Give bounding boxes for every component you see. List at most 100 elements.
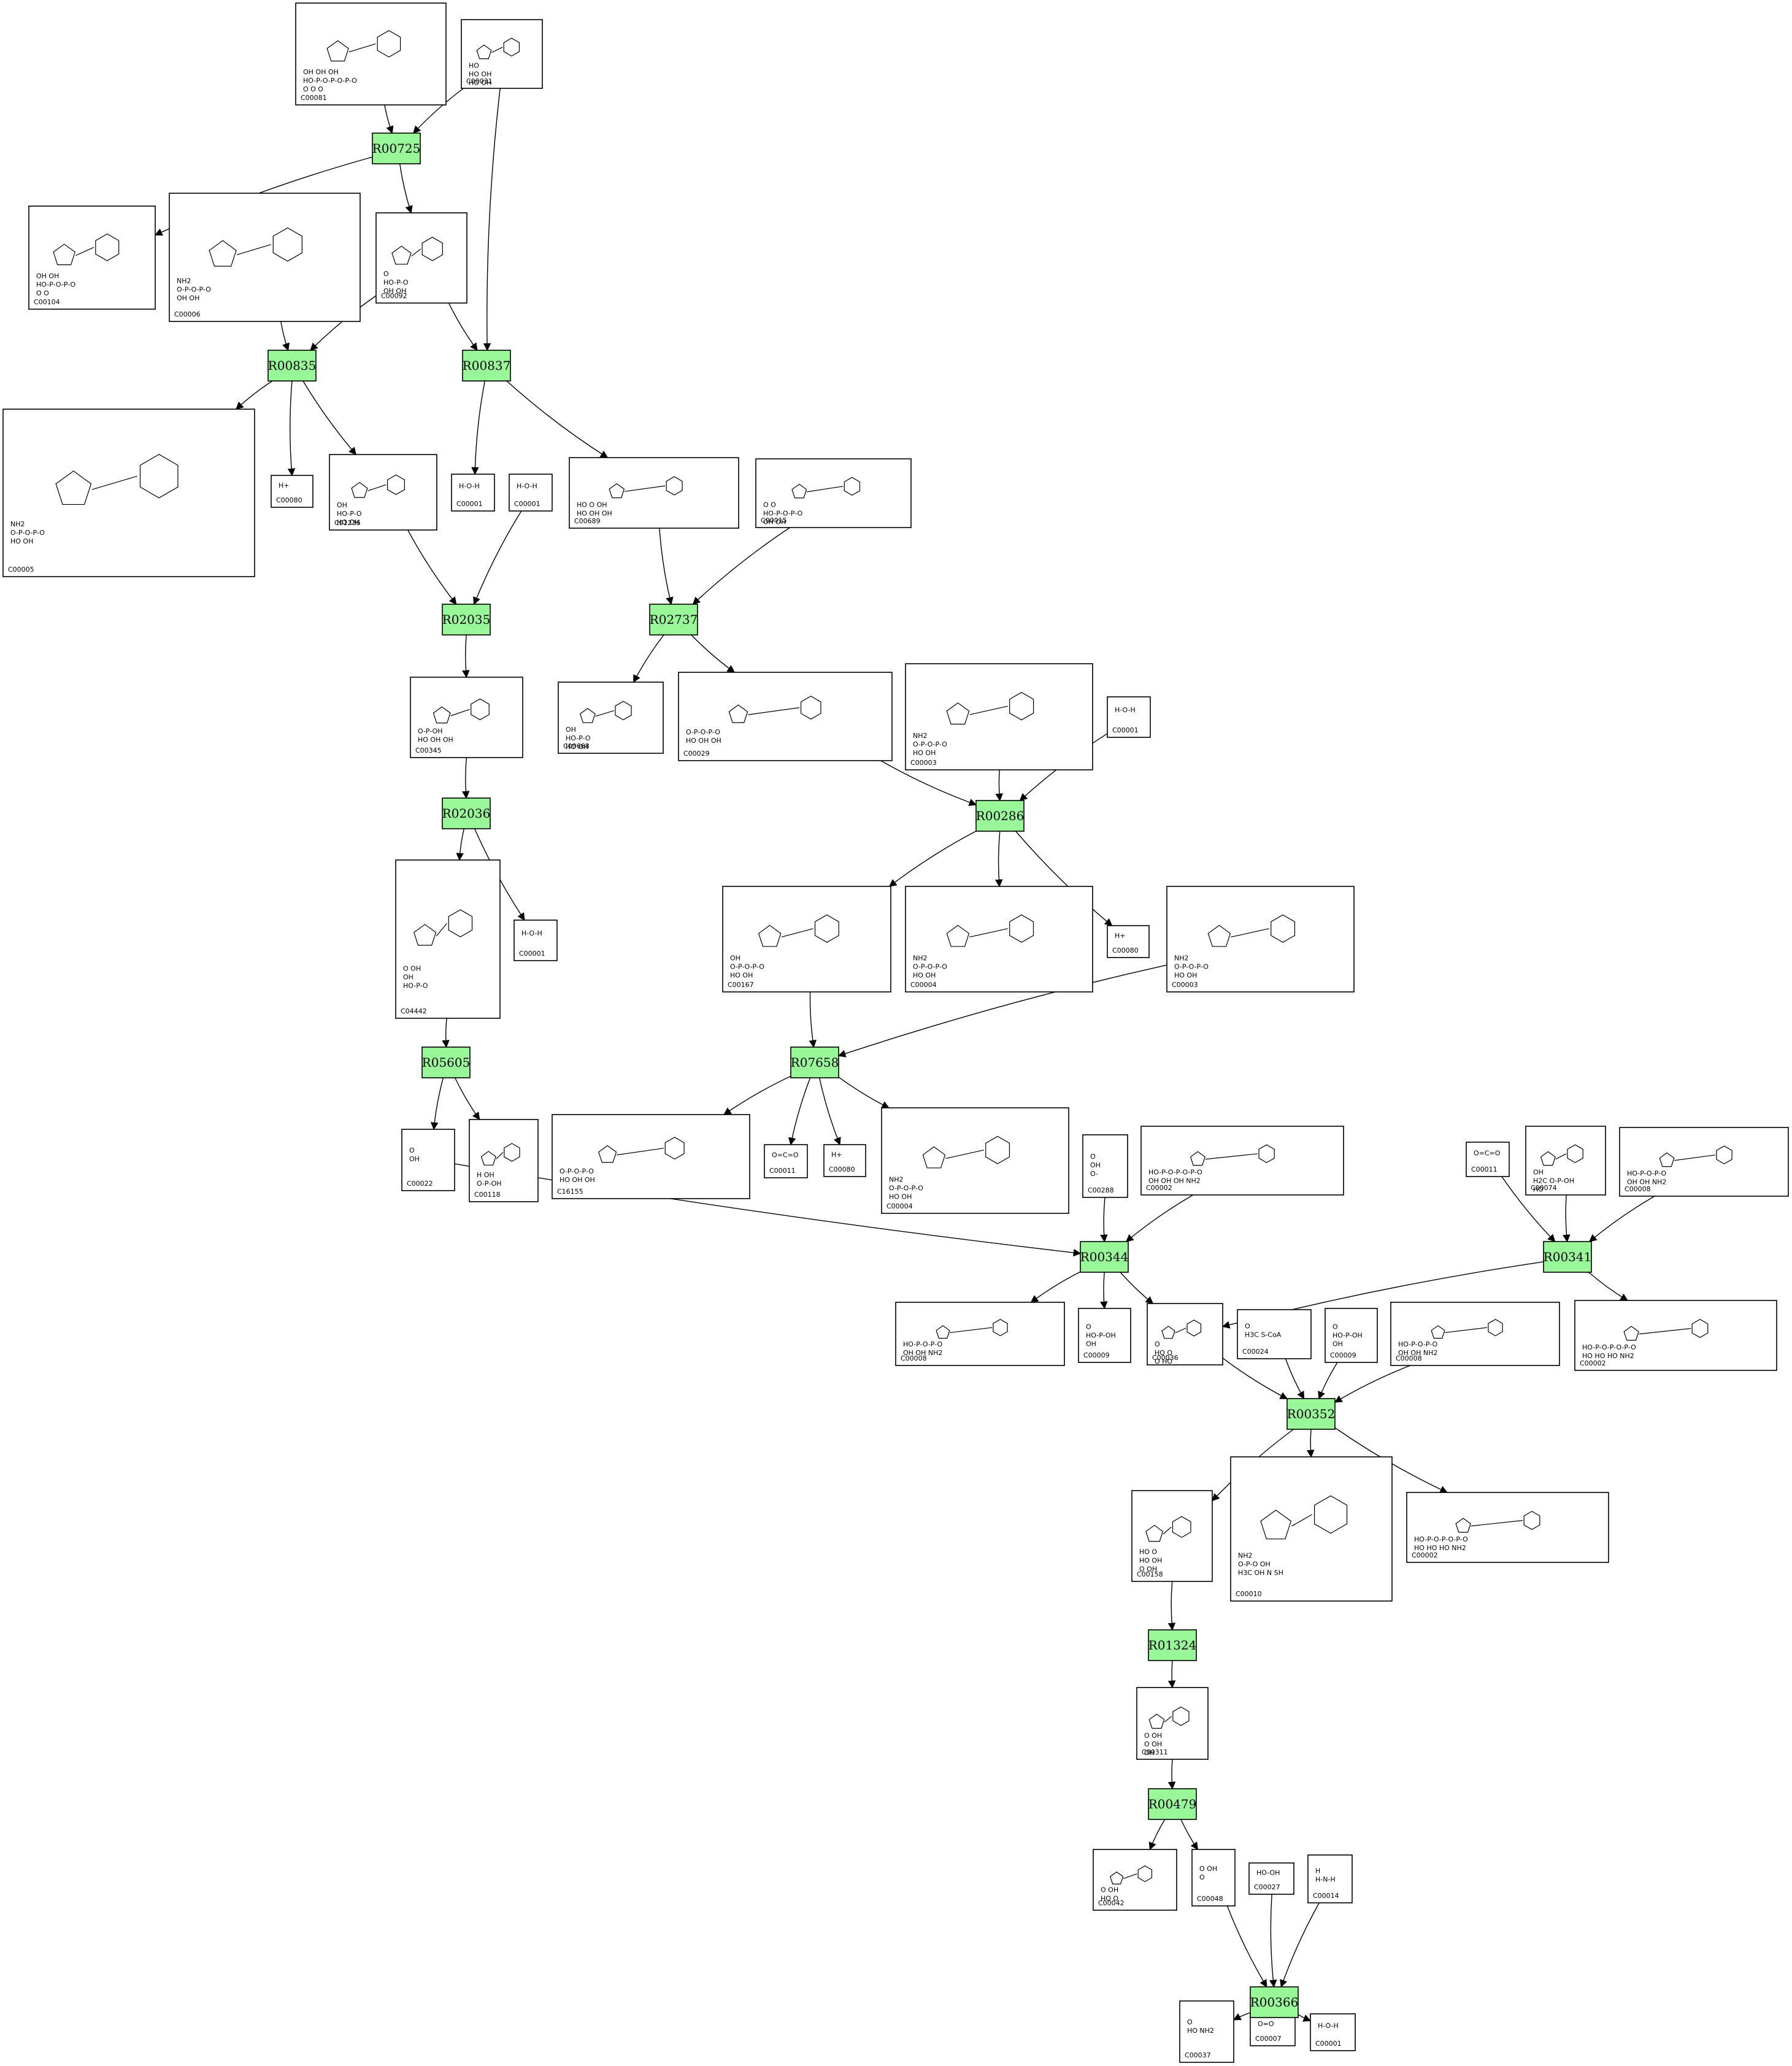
compound-box (375, 212, 467, 304)
edge-c00074-R00341 (1563, 1194, 1571, 1243)
reaction-node[interactable]: R00837 (462, 350, 511, 382)
reaction-node[interactable]: R05605 (421, 1046, 471, 1078)
ring-structure (598, 1145, 617, 1163)
reaction-node[interactable]: R00835 (267, 350, 317, 382)
ring-structure (1109, 1871, 1124, 1884)
reaction-node[interactable]: R02035 (442, 604, 491, 636)
reaction-node[interactable]: R02036 (442, 797, 491, 829)
reaction-label: R07658 (791, 1055, 839, 1070)
compound-box (1574, 1300, 1777, 1371)
structure-text: O (1187, 2018, 1193, 2026)
ring-structure (1009, 914, 1034, 943)
reaction-node[interactable]: R00352 (1286, 1398, 1336, 1430)
compound-node[interactable]: H+C00080 (1107, 925, 1150, 958)
ring-structure (1145, 1524, 1164, 1542)
compound-box (461, 19, 543, 89)
reaction-label: R00479 (1148, 1797, 1197, 1811)
compound-id-label: C00011 (769, 1167, 796, 1175)
reaction-label: R00286 (976, 808, 1025, 823)
structure-text: OH (1332, 1340, 1343, 1348)
reaction-node[interactable]: R02737 (649, 604, 698, 636)
structure-text: HO HO HO NH2 (1582, 1352, 1634, 1360)
reaction-node[interactable]: R00725 (372, 132, 421, 164)
reaction-node[interactable]: R07658 (790, 1046, 839, 1078)
ring-structure (1314, 1495, 1348, 1534)
reaction-node[interactable]: R00479 (1148, 1788, 1197, 1820)
compound-box (1107, 925, 1150, 958)
compound-node[interactable]: H+C00080 (271, 475, 313, 508)
structure-text: H-O-H (459, 482, 480, 490)
edge-R00837-c00001a (471, 380, 485, 475)
structure-text: O-P-O-P-O (913, 740, 947, 748)
compound-id-label: C00010 (1236, 1590, 1262, 1598)
compound-box (451, 474, 495, 512)
compound-id-label: C00074 (1531, 1184, 1557, 1192)
compound-node[interactable]: H+C00080 (823, 1144, 866, 1177)
ring-structure (814, 914, 839, 943)
edge-c00031-R00725 (413, 88, 464, 134)
reaction-node[interactable]: R00286 (975, 800, 1025, 832)
reaction-node[interactable]: R00341 (1543, 1241, 1592, 1273)
edge-R02035-c00345 (462, 634, 470, 678)
ring-structure (1186, 1319, 1202, 1337)
compound-id-label: C00001 (1112, 726, 1139, 734)
bond-line (950, 1327, 993, 1334)
structure-text: OH (409, 1155, 420, 1163)
structure-text: OH OH (383, 287, 406, 295)
reaction-node[interactable]: R00366 (1250, 1986, 1299, 2018)
reaction-node[interactable]: R00344 (1080, 1241, 1129, 1273)
bond-line (367, 484, 386, 491)
reaction-node[interactable]: R01324 (1148, 1629, 1197, 1661)
